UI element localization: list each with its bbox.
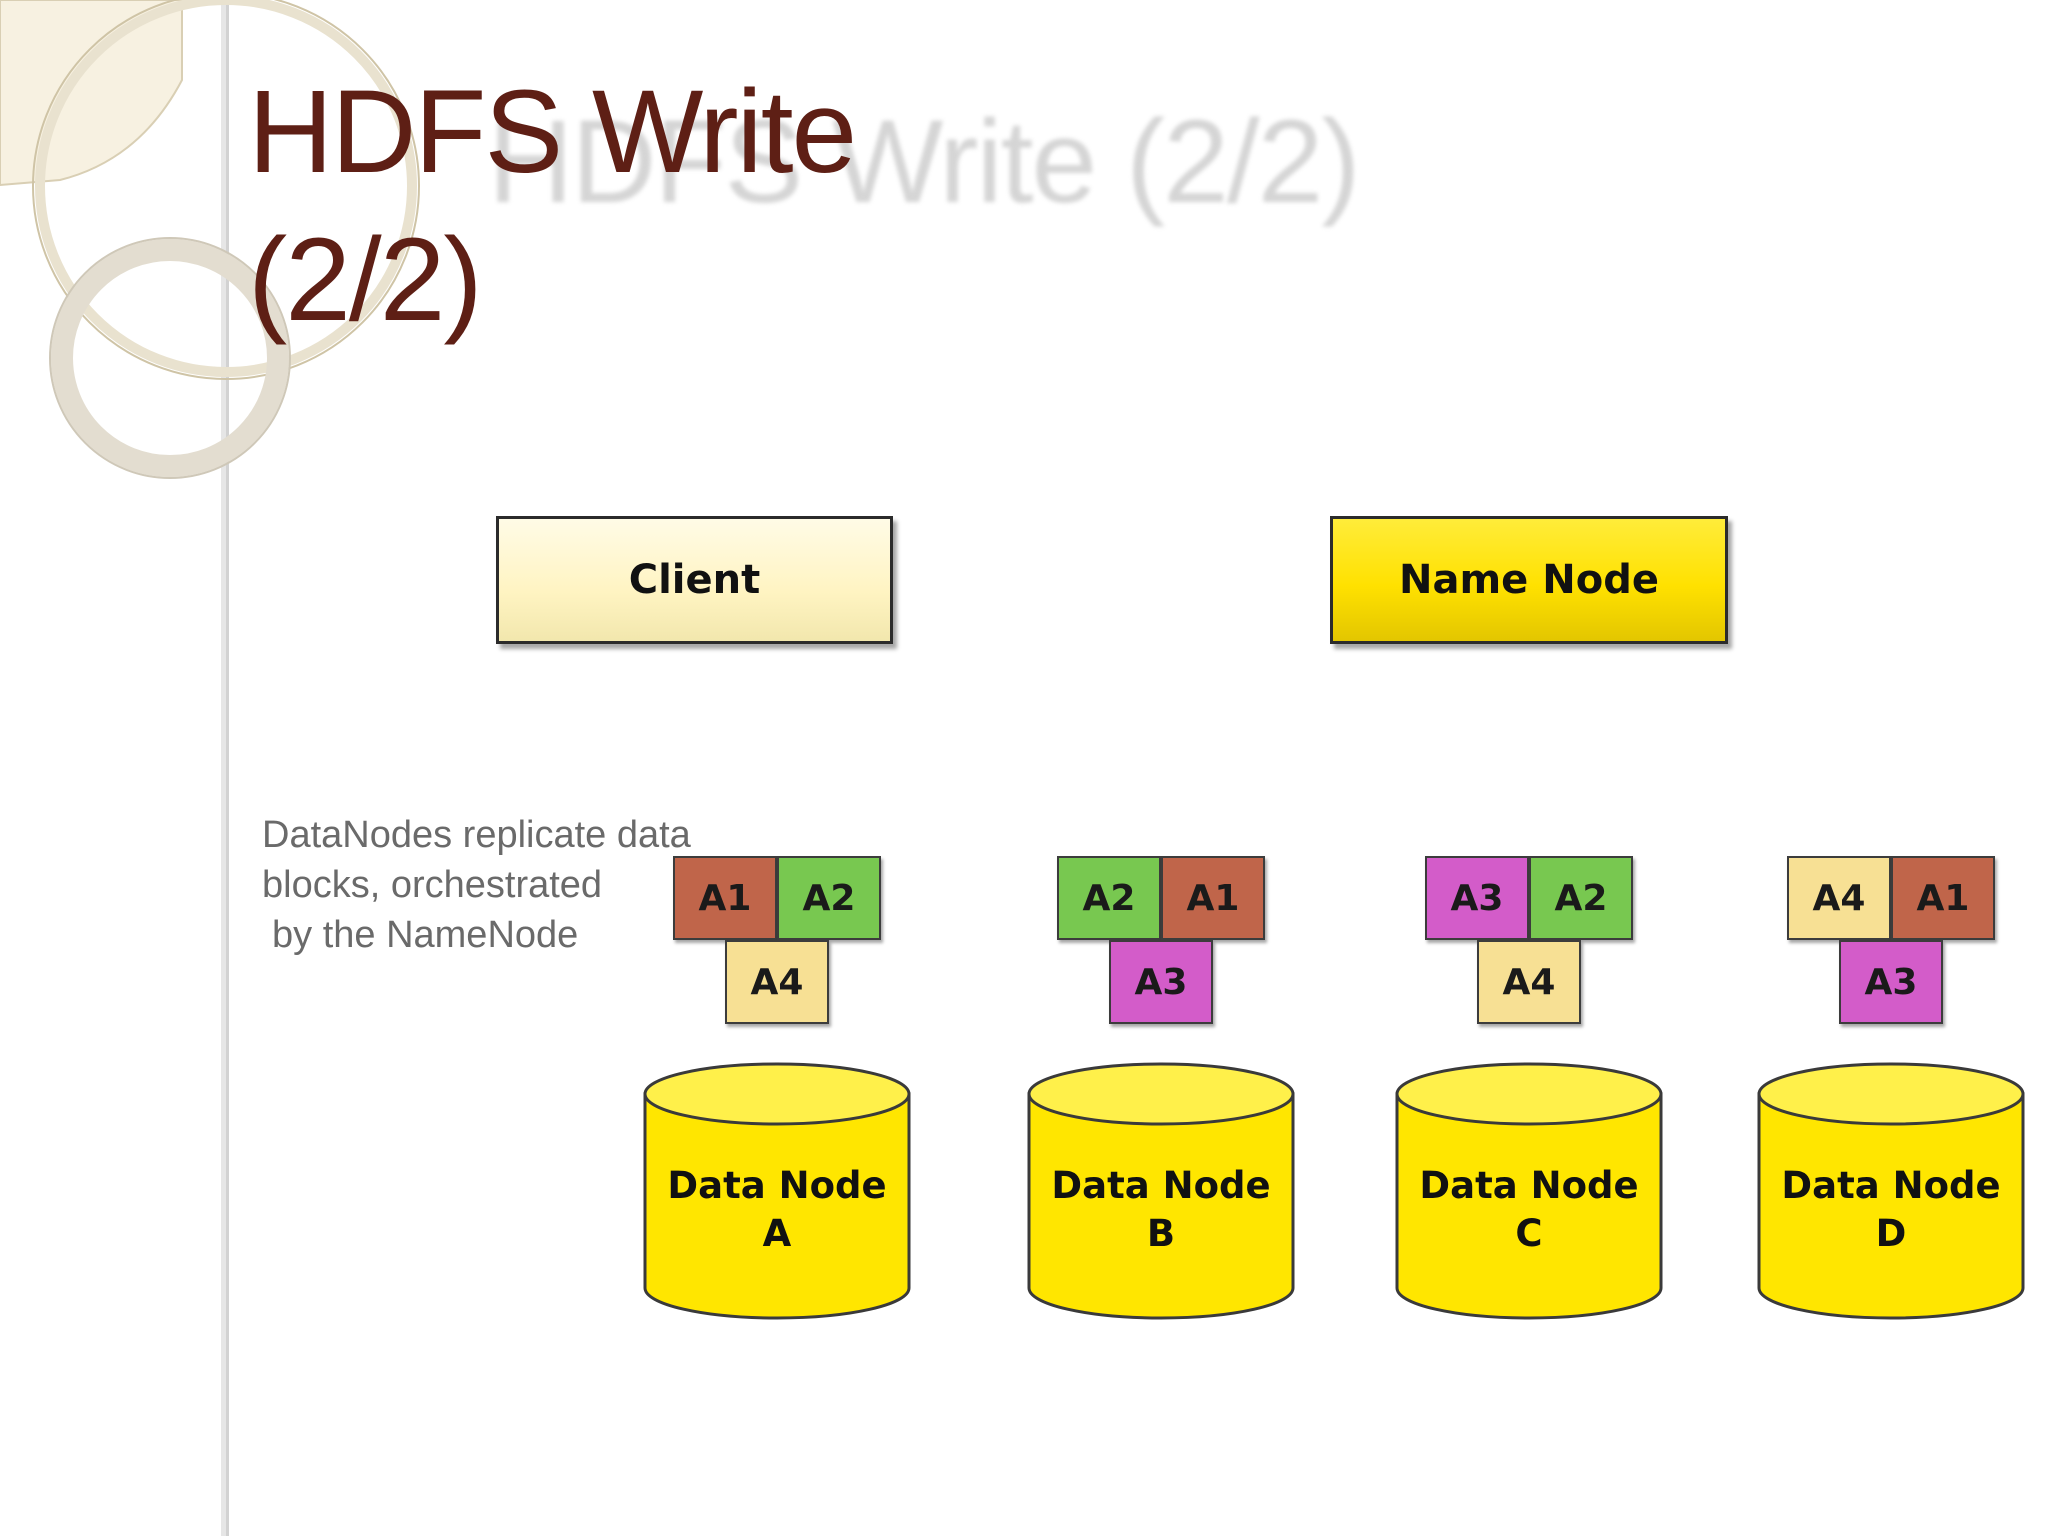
data-block: A4: [1477, 940, 1581, 1024]
small-ring-outline: [49, 237, 291, 479]
data-block: A4: [725, 940, 829, 1024]
client-box: Client: [496, 516, 893, 644]
data-node-letter: C: [1515, 1212, 1543, 1255]
data-node-name: Data Node: [667, 1164, 887, 1207]
data-node-letter: B: [1146, 1212, 1176, 1255]
data-node-cylinder: [1395, 1062, 1663, 1320]
data-block: A1: [1161, 856, 1265, 940]
title-line-2: (2/2): [248, 214, 483, 346]
data-node-cylinder: [643, 1062, 911, 1320]
name-node-box: Name Node: [1330, 516, 1728, 644]
left-vertical-rule-shade: [226, 0, 229, 1536]
title-line-1: HDFS Write: [248, 66, 857, 198]
data-node-letter: A: [762, 1212, 792, 1255]
data-block: A1: [673, 856, 777, 940]
data-node-cylinder: [1757, 1062, 2025, 1320]
data-block: A3: [1839, 940, 1943, 1024]
data-node-letter: D: [1875, 1212, 1907, 1255]
client-label: Client: [628, 557, 761, 603]
large-ring-outline: [32, 0, 420, 380]
data-block: A3: [1109, 940, 1213, 1024]
data-node-name: Data Node: [1051, 1164, 1271, 1207]
data-block: A2: [777, 856, 881, 940]
data-block: A1: [1891, 856, 1995, 940]
note-line-2: blocks, orchestrated: [262, 864, 603, 906]
title-reflection: HDFS Write (2/2): [488, 96, 1361, 228]
data-node-name: Data Node: [1781, 1164, 2001, 1207]
data-block: A2: [1057, 856, 1161, 940]
data-block: A2: [1529, 856, 1633, 940]
slide-title: HDFS Write (2/2) HDFS Write (2/2): [248, 58, 1361, 354]
data-node-name: Data Node: [1419, 1164, 1639, 1207]
corner-frame-shape: [0, 0, 183, 187]
data-block: A4: [1787, 856, 1891, 940]
small-ring: [51, 239, 289, 477]
note-line-1: DataNodes replicate data: [262, 814, 691, 856]
left-vertical-rule: [221, 0, 229, 1536]
note-line-3: by the NameNode: [272, 914, 579, 956]
data-node-cylinder: [1027, 1062, 1295, 1320]
data-block: A3: [1425, 856, 1529, 940]
replication-note: DataNodes replicate data blocks, orchest…: [262, 810, 782, 960]
name-node-label: Name Node: [1399, 557, 1659, 603]
large-ring: [35, 0, 417, 377]
